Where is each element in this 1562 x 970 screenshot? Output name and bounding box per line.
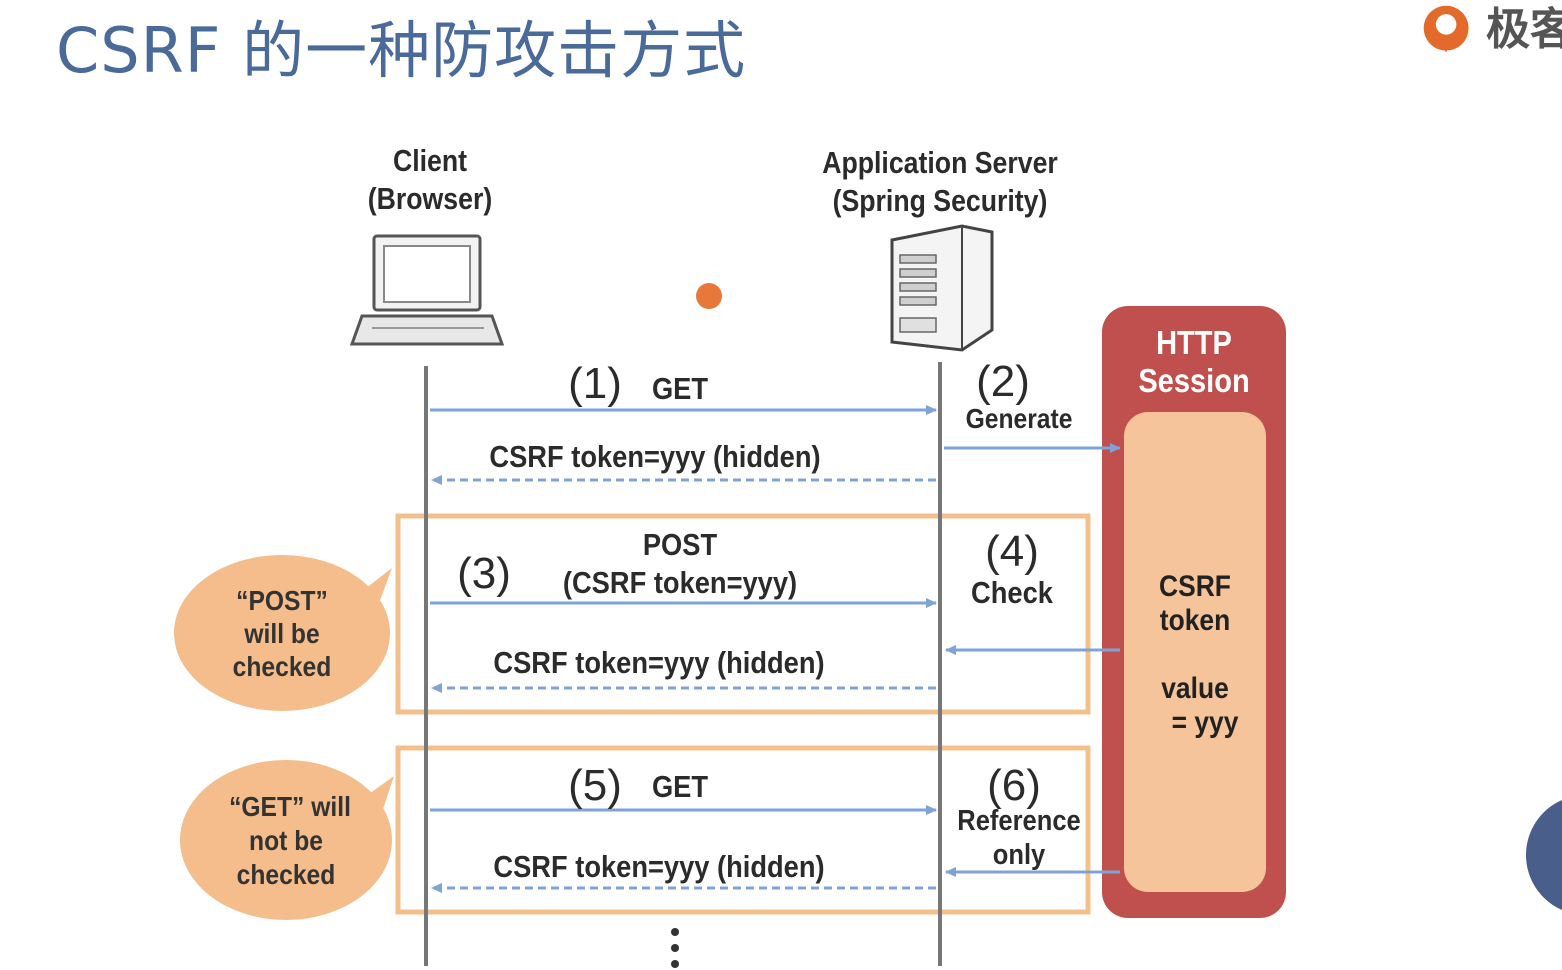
step5-label: GET [651,769,709,804]
laptop-icon [349,234,505,346]
reply3-label: CSRF token=yyy (hidden) [493,849,825,884]
reply2-label: CSRF token=yyy (hidden) [493,645,825,680]
csrf-token-store [1124,412,1266,892]
get-note-line1: “GET” will [229,791,351,822]
step2-number: (2) [976,357,1030,406]
post-step-frame [395,513,1091,715]
token-value-label: value [1161,672,1229,705]
post-note-line1: “POST” [236,585,328,616]
client-label: Client [392,143,468,178]
step5-number: (5) [568,761,622,810]
client-sublabel: (Browser) [367,181,493,216]
step4-number: (4) [985,527,1039,576]
server-sublabel: (Spring Security) [832,183,1048,218]
token-value: = yyy [1171,706,1239,739]
brand-name: 极客 [1486,4,1562,55]
step6-number: (6) [987,761,1041,810]
cursor-dot [696,283,722,309]
server-icon [890,224,994,352]
step1-label: GET [651,371,709,406]
step6-label: Reference [957,805,1081,837]
post-note-line2: will be [244,618,320,649]
brand-logo-icon [1423,5,1469,53]
reply1-label: CSRF token=yyy (hidden) [489,439,821,474]
step4-label: Check [971,575,1053,610]
step6-sublabel: only [992,839,1046,871]
token-sublabel: token [1159,604,1231,637]
token-label: CSRF [1159,570,1231,603]
session-subtitle: Session [1138,362,1250,399]
step3-number: (3) [457,549,511,598]
get-note-line3: checked [236,859,336,890]
post-note-bubble [174,555,392,711]
step3-label: POST [642,527,718,562]
step1-number: (1) [568,359,622,408]
get-step-frame [395,745,1091,915]
presenter-avatar-edge [1525,800,1562,910]
step3-sublabel: (CSRF token=yyy) [562,565,798,600]
continuation-dots [671,928,679,968]
step2-label: Generate [965,403,1073,434]
get-note-bubble [180,760,394,920]
post-note-line3: checked [232,651,332,682]
server-label: Application Server [822,145,1058,180]
page-title: CSRF 的一种防攻击方式 [56,14,747,87]
session-title: HTTP [1156,324,1232,361]
get-note-line2: not be [249,825,323,856]
